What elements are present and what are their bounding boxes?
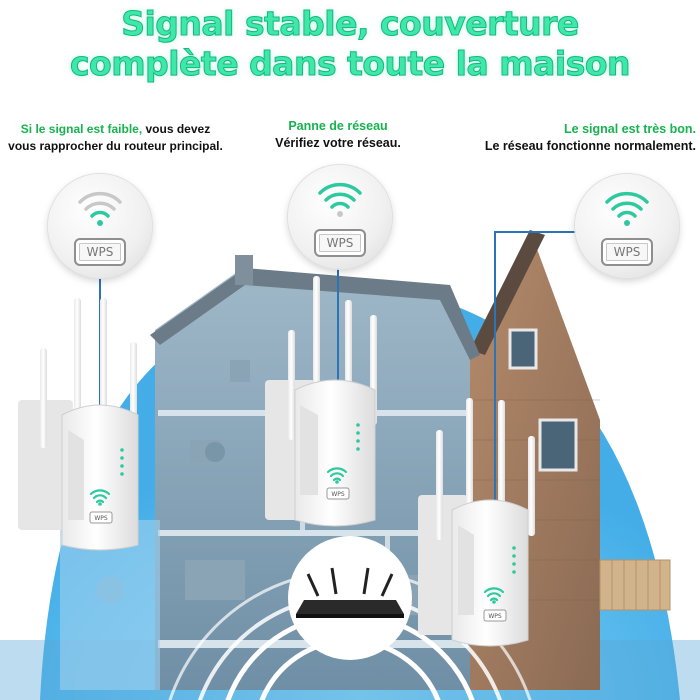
router-icon [296,567,404,618]
wifi-icon [318,182,362,217]
caption-left: Si le signal est faible, vous devez vous… [8,121,223,155]
caption-left-dark2: vous rapprocher du routeur principal. [8,139,223,153]
caption-right-dark: Le réseau fonctionne normalement. [484,139,696,153]
device-wps-button-middle: WPS [326,487,350,500]
extender-device-right [418,398,535,647]
bubble-network-failure: WPS [288,165,392,269]
caption-left-green: Si le signal est faible, [20,122,143,136]
caption-middle-green: Panne de réseau [288,119,388,133]
fence-right [599,559,671,611]
wifi-icon [89,489,111,504]
caption-middle-dark: Vérifiez votre réseau. [275,136,401,150]
wifi-icon [483,587,505,602]
caption-middle: Panne de réseau Vérifiez votre réseau. [248,118,428,152]
page-headline: Signal stable, couverture complète dans … [0,4,700,84]
wifi-icon [78,191,122,226]
wps-button: WPS [74,238,126,266]
caption-left-dark1: vous devez [142,122,211,136]
bubble-good-signal: WPS [575,174,679,278]
device-wps-label: WPS [94,515,108,522]
bubble-weak-signal: WPS [48,174,152,278]
wps-button: WPS [314,229,366,257]
wifi-icon [605,191,649,226]
wifi-icon [326,467,348,482]
device-wps-button-right: WPS [483,609,507,622]
router-halo [288,536,412,660]
extender-device-middle [265,276,377,527]
caption-right: Le signal est très bon. Le réseau foncti… [440,121,696,155]
device-wps-label: WPS [331,491,345,498]
extender-device-left [18,298,139,551]
device-wps-label: WPS [488,613,502,620]
wps-button: WPS [601,238,653,266]
headline-line-2: complète dans toute la maison [69,44,631,84]
headline-line-1: Signal stable, couverture [121,4,580,44]
device-wps-button-left: WPS [89,511,113,524]
caption-right-green: Le signal est très bon. [564,122,696,136]
